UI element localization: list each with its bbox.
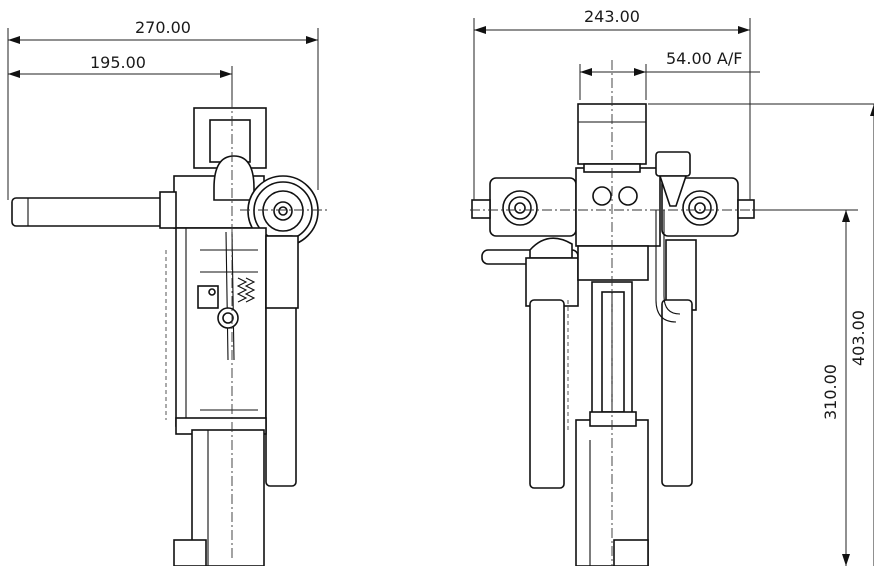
dim-label-af: 54.00 A/F	[666, 49, 742, 68]
front-view	[470, 60, 760, 566]
side-spring	[236, 277, 256, 303]
dim-label-243: 243.00	[584, 7, 640, 26]
dim-label-195: 195.00	[90, 53, 146, 72]
dimension-side-overall: 270.00	[7, 18, 319, 200]
front-pipe	[655, 210, 681, 323]
front-right-post	[661, 299, 693, 487]
front-lower-body	[525, 257, 579, 307]
side-handle-bar	[11, 197, 185, 227]
dimension-front-af: 54.00 A/F	[579, 49, 760, 100]
dimension-front-overall: 243.00	[473, 7, 751, 200]
side-frame	[175, 227, 267, 427]
dim-label-403: 403.00	[849, 310, 868, 366]
dim-label-310: 310.00	[821, 364, 840, 420]
front-center-block	[575, 167, 661, 247]
side-view	[11, 80, 330, 566]
dim-label-270: 270.00	[135, 18, 191, 37]
dimension-front-height-overall: 403.00	[849, 104, 874, 566]
side-knob	[213, 155, 255, 201]
front-right-knob	[655, 151, 691, 177]
dimension-side-handle: 195.00	[8, 53, 233, 100]
dimension-front-height-lower: 310.00	[821, 210, 850, 566]
front-left-post	[529, 299, 565, 489]
